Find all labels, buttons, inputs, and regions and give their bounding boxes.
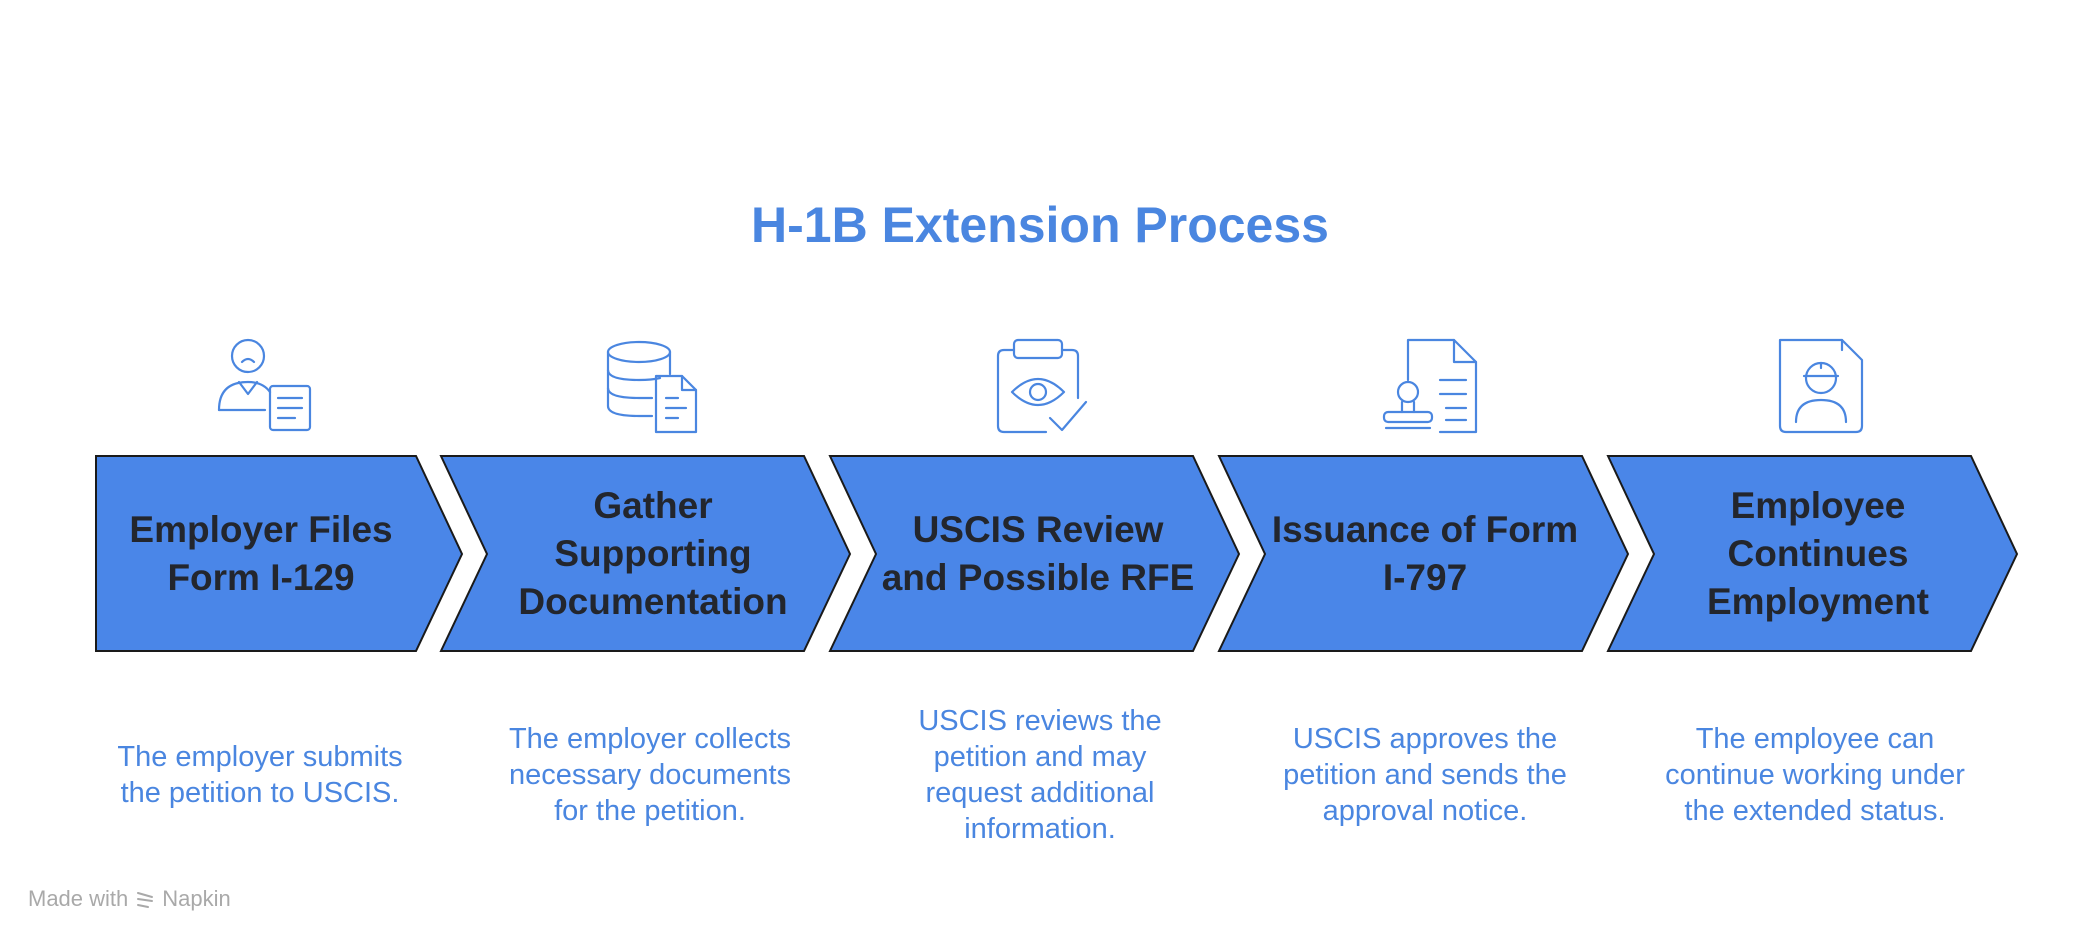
step-description-2: The employer collects necessary document… bbox=[508, 723, 792, 827]
step-label-1: Employer Files Form I-129 bbox=[129, 509, 393, 598]
chevron-step-2 bbox=[439, 455, 852, 652]
diagram-title: H-1B Extension Process bbox=[751, 197, 1329, 253]
step-description-1: The employer submits the petition to USC… bbox=[117, 741, 403, 809]
chevron-step-3 bbox=[828, 455, 1241, 652]
made-with-text: Made with bbox=[28, 886, 129, 911]
step-description-3: USCIS reviews the petition and may reque… bbox=[918, 705, 1162, 845]
footer-watermark: Made with Napkin bbox=[28, 886, 231, 912]
chevron-step-4 bbox=[1217, 455, 1630, 652]
step-label-3: USCIS Review and Possible RFE bbox=[881, 509, 1195, 598]
clipboard-eye-check-icon bbox=[990, 336, 1090, 436]
step-label-4: Issuance of Form I-797 bbox=[1271, 509, 1579, 598]
napkin-brand: Napkin bbox=[162, 886, 231, 911]
step-description-5: The employee can continue working under … bbox=[1665, 723, 1965, 827]
worker-badge-icon bbox=[1766, 336, 1866, 436]
step-label-5: Employee Continues Employment bbox=[1706, 485, 1930, 622]
step-label-2: Gather Supporting Documentation bbox=[518, 485, 788, 622]
napkin-logo-icon bbox=[137, 892, 154, 908]
person-with-document-icon bbox=[215, 336, 315, 436]
database-with-document-icon bbox=[602, 336, 702, 436]
document-with-stamp-icon bbox=[1378, 336, 1478, 436]
step-description-4: USCIS approves the petition and sends th… bbox=[1283, 723, 1567, 827]
chevron-step-1 bbox=[95, 455, 464, 652]
chevron-step-5 bbox=[1606, 455, 2019, 652]
